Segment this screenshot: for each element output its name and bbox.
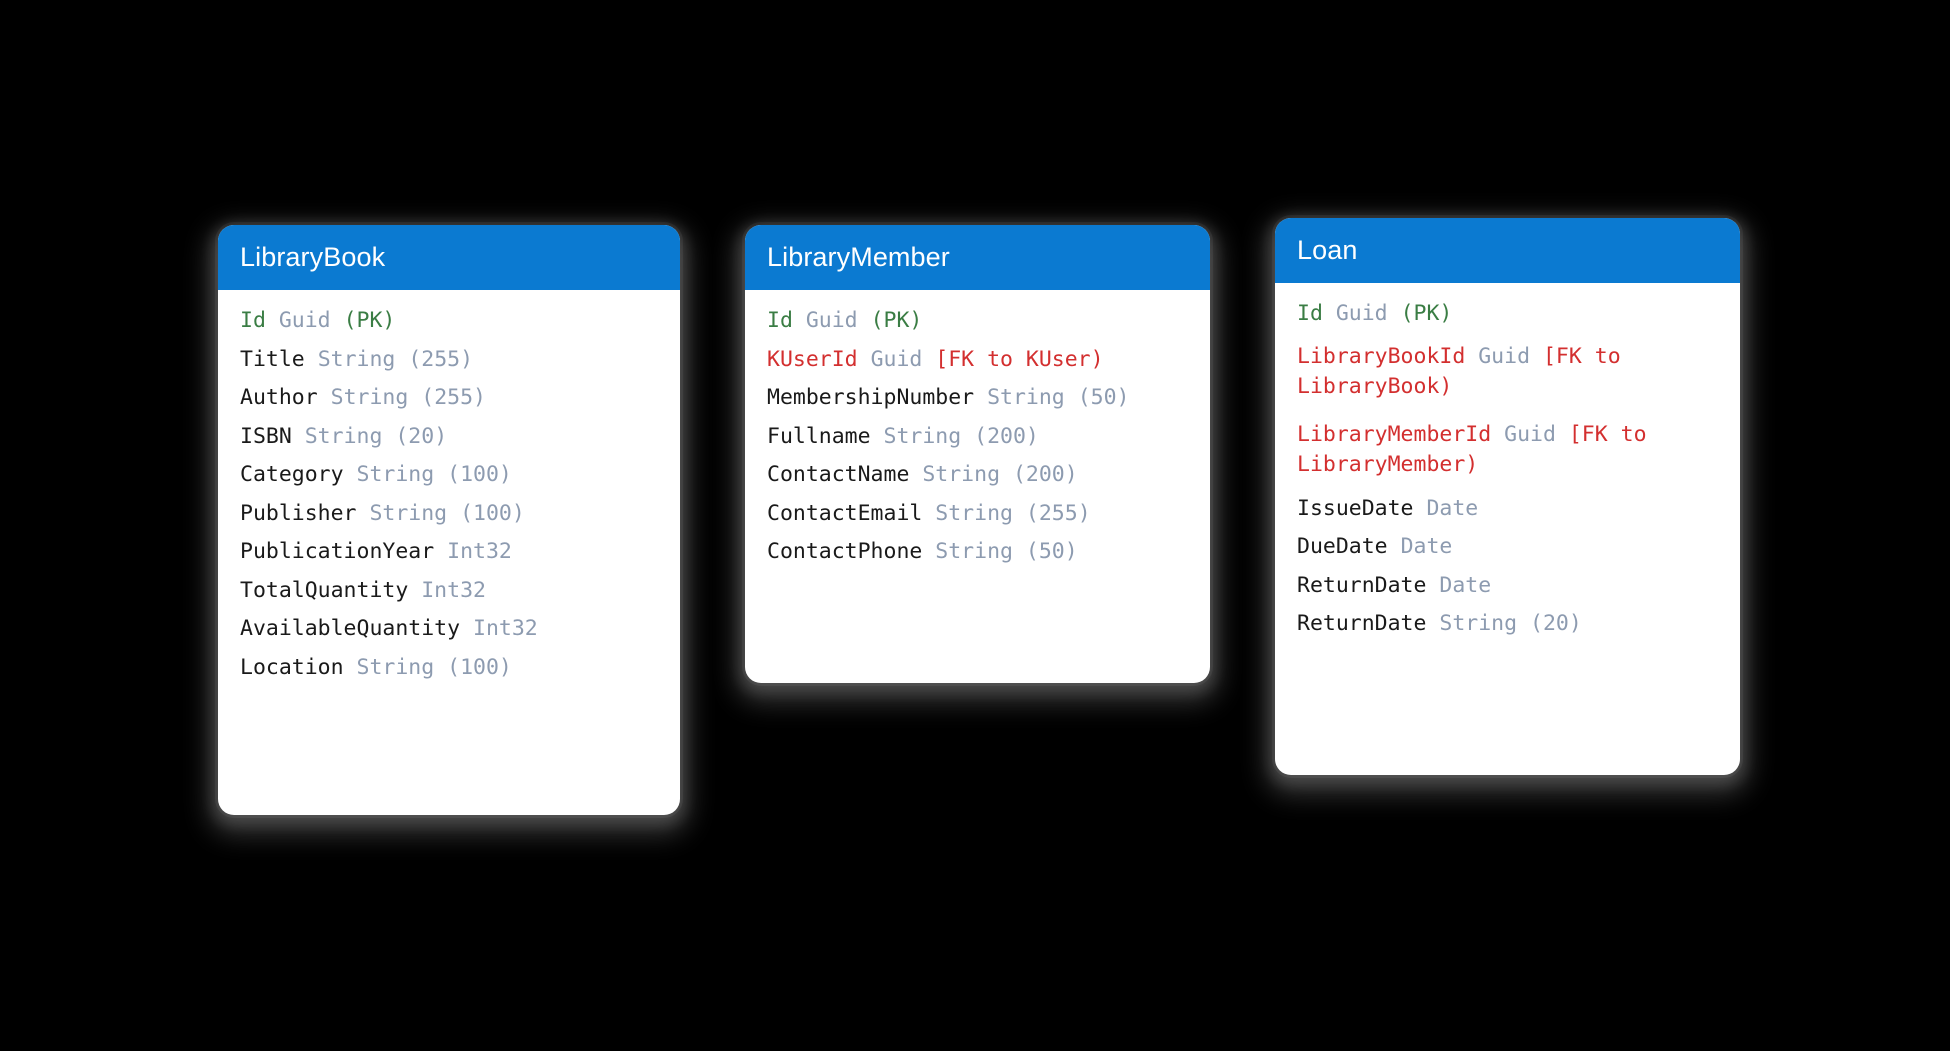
entity-field-list: Id Guid (PK) LibraryBookId Guid [FK to Li…	[1275, 283, 1740, 775]
field-row: Fullname String (200)	[767, 423, 1190, 449]
field-row: Title String (255)	[240, 346, 660, 372]
field-row: Publisher String (100)	[240, 500, 660, 526]
field-row: ReturnDate String (20)	[1297, 613, 1720, 635]
field-type: Guid	[1478, 343, 1531, 369]
field-name: Category	[240, 462, 344, 487]
field-row: ContactName String (200)	[767, 464, 1190, 486]
entity-field-list: Id Guid (PK)Title String (255)Author Str…	[218, 290, 680, 815]
field-name: ReturnDate	[1297, 611, 1427, 637]
field-name: ContactPhone	[767, 539, 923, 564]
field-name: KUserId	[767, 346, 858, 372]
field-type: Guid	[870, 346, 923, 372]
field-row: Id Guid (PK)	[1297, 303, 1720, 325]
field-length: (200)	[974, 423, 1039, 449]
field-type: Int32	[421, 577, 486, 603]
entity-title: LibraryMember	[745, 225, 1210, 290]
field-row: IssueDate Date	[1297, 495, 1720, 521]
field-name: PublicationYear	[240, 539, 435, 564]
field-type: String	[1439, 611, 1518, 637]
field-name: ReturnDate	[1297, 572, 1427, 598]
field-type: String	[883, 423, 962, 449]
field-row: Id Guid (PK)	[767, 310, 1190, 332]
field-row: ContactPhone String (50)	[767, 541, 1190, 563]
field-row: TotalQuantity Int32	[240, 577, 660, 603]
field-name: MembershipNumber	[767, 385, 975, 410]
field-name: IssueDate	[1297, 495, 1414, 521]
field-length: (255)	[408, 346, 474, 372]
field-length: (200)	[1012, 462, 1078, 487]
field-length: (255)	[1025, 500, 1091, 526]
field-type: Guid	[1335, 301, 1388, 326]
field-name: ContactEmail	[767, 500, 923, 526]
field-name: ISBN	[240, 423, 292, 449]
field-type: String	[922, 462, 1001, 487]
field-row: AvailableQuantity Int32	[240, 618, 660, 640]
field-name: Author	[240, 385, 318, 410]
field-type: String	[369, 500, 448, 526]
field-name: Id	[1297, 301, 1323, 326]
field-type: Int32	[447, 539, 512, 564]
field-name: Publisher	[240, 500, 357, 526]
field-name: ContactName	[767, 462, 910, 487]
field-length: (50)	[1077, 385, 1130, 410]
field-name: LibraryBookId	[1297, 343, 1466, 369]
field-row: ReturnDate Date	[1297, 572, 1720, 598]
field-name: Id	[767, 308, 793, 333]
entity-title: LibraryBook	[218, 225, 680, 290]
field-row: Category String (100)	[240, 464, 660, 486]
entity-title: Loan	[1275, 218, 1740, 283]
field-row: PublicationYear Int32	[240, 541, 660, 563]
field-type: Date	[1400, 534, 1453, 560]
field-type: String	[317, 346, 396, 372]
field-name: Id	[240, 308, 266, 333]
field-type: String	[356, 654, 435, 680]
field-row: ISBN String (20)	[240, 423, 660, 449]
field-type: String	[304, 423, 383, 449]
field-length: (50)	[1025, 539, 1078, 564]
field-fk-badge: [FK to LibraryBook)	[1297, 343, 1621, 400]
field-length: (100)	[447, 462, 512, 487]
field-pk-badge: (PK)	[1400, 301, 1453, 326]
field-type: Int32	[473, 616, 538, 641]
field-length: (20)	[1530, 611, 1582, 637]
field-row: Id Guid (PK)	[240, 310, 660, 332]
field-name: Fullname	[767, 423, 871, 449]
field-name: DueDate	[1297, 534, 1388, 560]
field-type: String	[330, 385, 409, 410]
field-row: LibraryBookId Guid [FK to LibraryBook)	[1297, 342, 1720, 403]
field-row: DueDate Date	[1297, 536, 1720, 558]
field-type: String	[987, 385, 1065, 410]
field-pk-badge: (PK)	[343, 308, 396, 333]
field-row: Location String (100)	[240, 654, 660, 680]
field-name: LibraryMemberId	[1297, 421, 1492, 447]
field-name: Location	[240, 654, 344, 680]
field-name: AvailableQuantity	[240, 616, 461, 641]
field-pk-badge: (PK)	[870, 308, 923, 333]
field-fk-badge: [FK to KUser)	[935, 346, 1104, 372]
field-fk-badge: [FK to LibraryMember)	[1297, 421, 1647, 478]
field-row: LibraryMemberId Guid [FK to LibraryMembe…	[1297, 420, 1720, 481]
field-type: String	[935, 539, 1013, 564]
field-type: String	[356, 462, 435, 487]
field-row: ContactEmail String (255)	[767, 500, 1190, 526]
field-row: Author String (255)	[240, 387, 660, 409]
field-type: Date	[1426, 495, 1479, 521]
field-type: Guid	[805, 308, 858, 333]
field-type: Date	[1439, 572, 1492, 598]
field-row: KUserId Guid [FK to KUser)	[767, 346, 1190, 372]
entity-field-list: Id Guid (PK) KUserId Guid [FK to KUser) Me…	[745, 290, 1210, 683]
field-name: TotalQuantity	[240, 577, 409, 603]
field-row: MembershipNumber String (50)	[767, 387, 1190, 409]
field-length: (255)	[421, 385, 486, 410]
field-type: Guid	[1504, 421, 1556, 447]
field-name: Title	[240, 346, 305, 372]
field-length: (100)	[460, 500, 525, 526]
field-length: (20)	[395, 423, 448, 449]
field-type: Guid	[278, 308, 331, 333]
field-length: (100)	[447, 654, 512, 680]
field-type: String	[935, 500, 1013, 526]
